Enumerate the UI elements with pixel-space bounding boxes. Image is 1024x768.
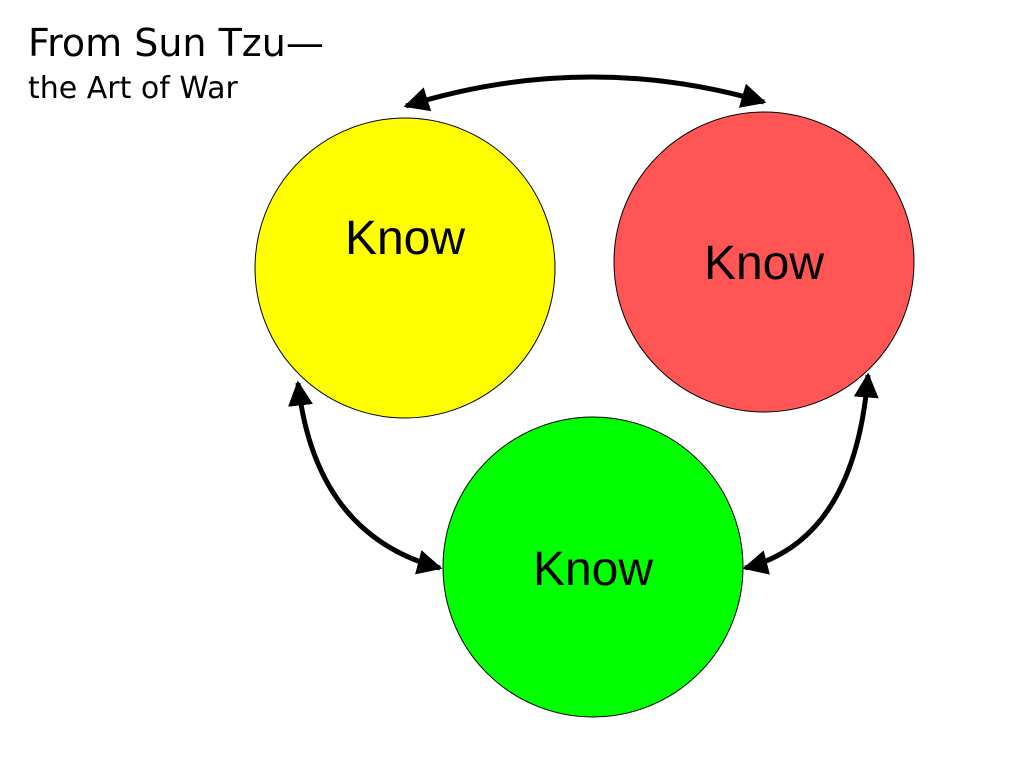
title-line-2: the Art of War — [28, 71, 238, 106]
arrow-yellow-green — [288, 380, 443, 575]
slide-title: From Sun Tzu— the Art of War — [28, 18, 324, 110]
arrow-red-green — [742, 372, 879, 575]
yellow-circle-label: Know — [345, 212, 465, 265]
red-circle-label: Know — [704, 237, 824, 290]
title-line-1: From Sun Tzu— — [28, 21, 324, 65]
green-circle-label: Know — [533, 543, 653, 596]
arrow-yellow-red — [403, 74, 767, 112]
yellow-circle — [254, 117, 556, 419]
